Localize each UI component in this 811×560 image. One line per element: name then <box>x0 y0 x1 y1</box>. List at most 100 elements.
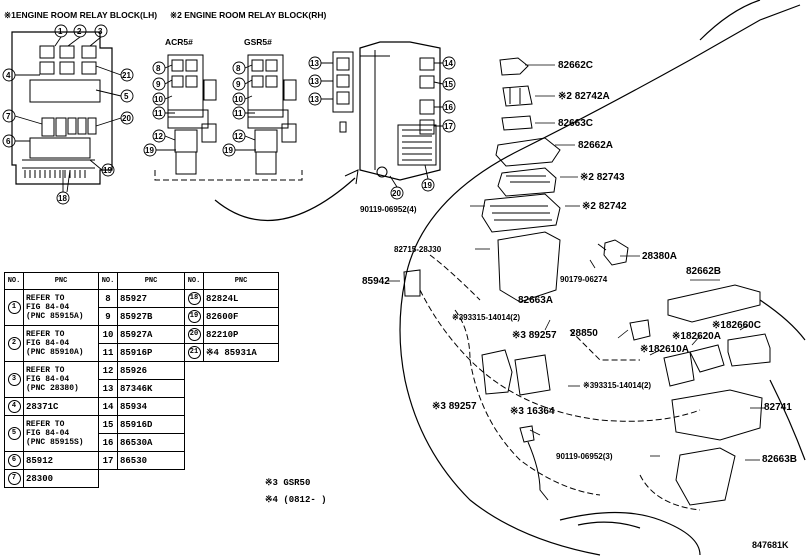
callout-number: 4 <box>6 71 11 80</box>
table-row: 4 28371C 14 85934 <box>4 397 279 416</box>
table-header: PNC <box>203 272 279 290</box>
rh-relay-block <box>332 41 441 181</box>
callout-number: 10 <box>154 95 163 104</box>
table-cell: 82210P <box>203 325 279 344</box>
table-cell: 8 <box>98 289 118 308</box>
table-cell: 9 <box>98 307 118 326</box>
item-number: 19 <box>187 310 201 323</box>
callout-number: 12 <box>234 132 243 141</box>
callout-circles <box>2 24 456 205</box>
table-cell: 85916D <box>117 415 185 434</box>
part-label: 90179-06274 <box>560 275 608 284</box>
acr-label: ACR5# <box>165 37 193 47</box>
callout-number: 20 <box>392 189 401 198</box>
callout-number: 1 <box>58 27 63 36</box>
table-cell: 85927A <box>117 325 185 344</box>
part-label: ※3 89257 <box>432 401 477 412</box>
item-number: 7 <box>7 472 21 485</box>
callout-number: 10 <box>234 95 243 104</box>
part-label: 28380A <box>642 251 678 262</box>
figure-id: 847681K <box>752 540 789 550</box>
part-label: 82662C <box>558 60 594 71</box>
callout-number: 3 <box>98 27 103 36</box>
table-row: 7 28300 <box>4 469 279 488</box>
part-label: ※3 16364 <box>510 406 555 417</box>
callout-number: 2 <box>77 27 82 36</box>
engine-room-dashed <box>419 254 701 511</box>
table-header: NO. <box>98 272 118 290</box>
table-cell: 86530A <box>117 433 185 452</box>
item-number: 20 <box>187 328 201 341</box>
table-cell: 13 <box>98 379 118 398</box>
callout-number: 6 <box>6 137 11 146</box>
callout-number: 14 <box>444 59 453 68</box>
table-header: NO. <box>184 272 204 290</box>
callout-number: 21 <box>122 71 131 80</box>
parts-right <box>403 57 771 506</box>
callout-number: 5 <box>124 92 129 101</box>
part-label: 82662B <box>686 266 722 277</box>
callout-number: 13 <box>310 77 319 86</box>
table-cell: 14 <box>98 397 118 416</box>
table-cell: 85912 <box>23 451 99 470</box>
car-outline <box>399 0 806 556</box>
part-label: ※393315-14014(2) <box>452 313 521 322</box>
table-row: 11 85916P 21 ※4 85931A <box>5 343 279 362</box>
item-number: 21 <box>187 346 201 359</box>
part-label: ※182620A <box>672 331 721 342</box>
callout-number: 9 <box>156 80 161 89</box>
table-cell: ※4 85931A <box>203 343 279 362</box>
callout-number: 16 <box>444 103 453 112</box>
table-row: 9 85927B 19 82600F <box>5 307 279 326</box>
callout-number: 19 <box>224 146 233 155</box>
table-cell: 85916P <box>117 343 185 362</box>
callout-number: 11 <box>234 109 243 118</box>
callout-number: 20 <box>122 114 131 123</box>
callout-number: 12 <box>154 132 163 141</box>
table-row: 6 85912 17 86530 <box>4 451 279 470</box>
item-number: 5 <box>7 427 21 440</box>
part-label: ※3 89257 <box>512 330 557 341</box>
rh-header: ※2 ENGINE ROOM RELAY BLOCK(RH) <box>170 10 327 20</box>
callout-number: 19 <box>103 166 112 175</box>
table-cell: 85934 <box>117 397 185 416</box>
curved-arrow <box>214 177 356 222</box>
table-cell: 85927B <box>117 307 185 326</box>
arrow-head <box>344 169 359 185</box>
part-label: 82663A <box>518 295 554 306</box>
part-label: 82663B <box>762 454 798 465</box>
gsr-label: GSR5# <box>244 37 272 47</box>
table-cell: 12 <box>98 361 118 380</box>
part-label: 82662A <box>578 140 614 151</box>
callout-number: 8 <box>236 64 241 73</box>
acr-gsr-blocks <box>154 54 303 181</box>
callout-number: 7 <box>6 112 11 121</box>
table-header: NO. <box>4 272 24 290</box>
callout-number: 11 <box>154 109 163 118</box>
lh-header: ※1ENGINE ROOM RELAY BLOCK(LH) <box>4 10 158 20</box>
callout-number: 8 <box>156 64 161 73</box>
part-label: 90119-06952(3) <box>556 452 613 461</box>
table-cell: 11 <box>98 343 118 362</box>
callout-number: 9 <box>236 80 241 89</box>
callout-number: 19 <box>423 181 432 190</box>
table-cell: 10 <box>98 325 118 344</box>
table-header: PNC <box>23 272 99 290</box>
part-label: 90119-06952(4) <box>360 205 417 214</box>
item-number: 1 <box>7 301 21 314</box>
part-label: ※2 82743 <box>580 172 625 183</box>
table-cell: 86530 <box>117 451 185 470</box>
note-gsr: ※3 GSR50 <box>265 478 311 488</box>
table-cell: 17 <box>98 451 118 470</box>
part-label: ※2 82742 <box>582 201 627 212</box>
item-number: 4 <box>7 400 21 413</box>
item-number: 6 <box>7 454 21 467</box>
